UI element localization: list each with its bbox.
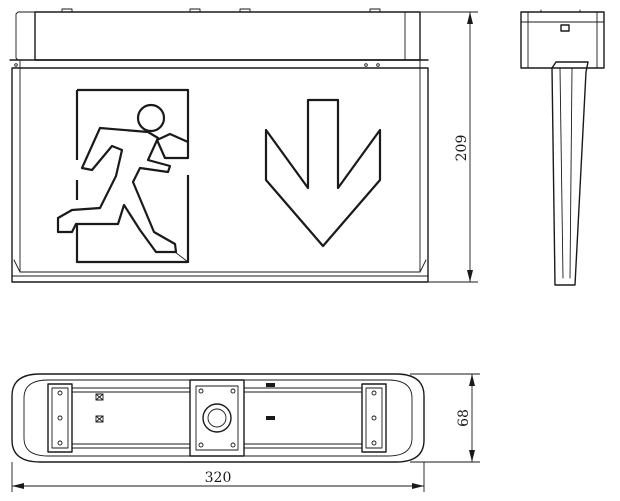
height-dimension-label: 209 [454, 135, 470, 162]
width-dimension: 320 [11, 462, 425, 492]
width-dimension-label: 320 [205, 470, 232, 486]
bottom-rails [71, 387, 363, 449]
side-indicator-led [560, 24, 570, 32]
depth-dimension-label: 68 [456, 409, 472, 427]
down-arrow-icon [264, 98, 382, 248]
bottom-left-bracket [47, 383, 73, 453]
bottom-markers [95, 383, 275, 423]
front-sign-panel [11, 67, 429, 283]
side-view [520, 9, 605, 286]
bottom-center-plate [189, 379, 245, 457]
depth-dimension: 68 [410, 373, 480, 463]
bottom-right-bracket [361, 383, 387, 453]
running-man-icon [56, 88, 190, 264]
height-dimension: 209 [420, 11, 478, 283]
front-view [9, 8, 429, 283]
front-top-housing [9, 8, 429, 69]
bottom-view [11, 373, 425, 463]
